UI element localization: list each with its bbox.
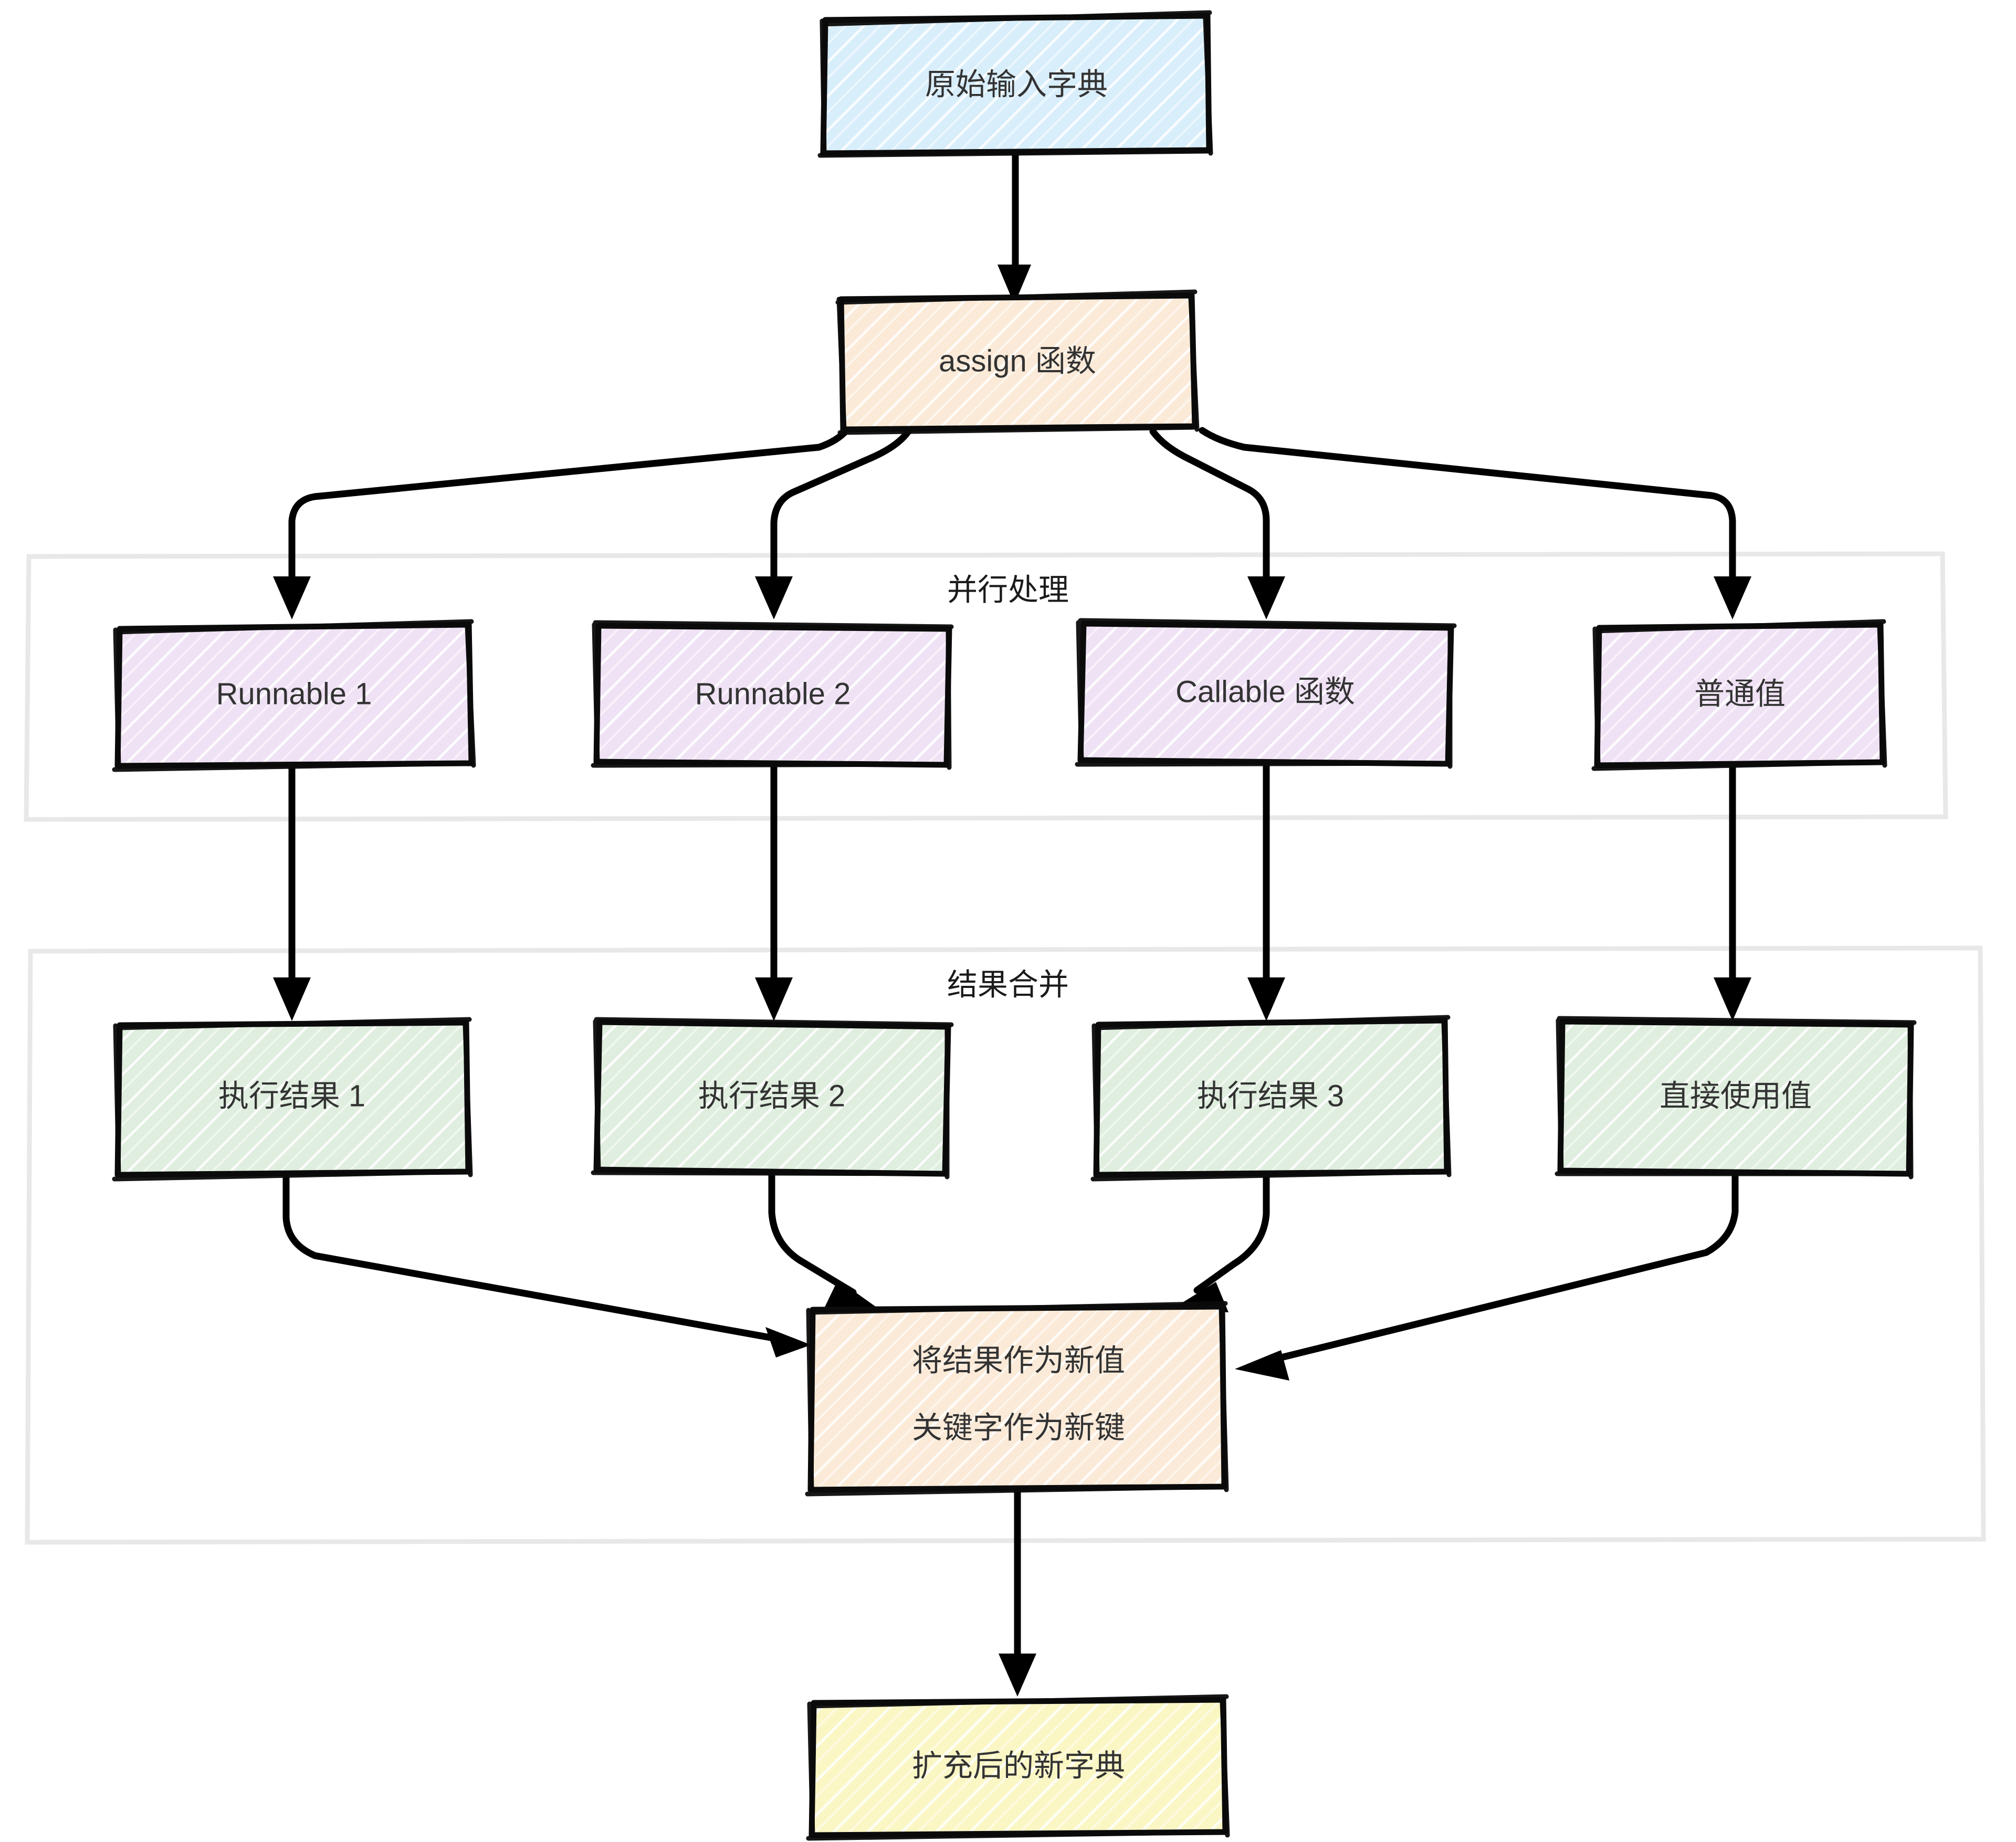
edge-callable-to-result3: [1247, 763, 1285, 1021]
node-result3[interactable]: 执行结果 3: [1090, 1015, 1452, 1182]
node-input[interactable]: 原始输入字典: [817, 10, 1213, 158]
edge-result1-to-combine: [282, 1172, 811, 1357]
edges-layer: [273, 151, 1751, 1697]
edge-combine-to-output: [999, 1486, 1036, 1697]
node-direct[interactable]: 直接使用值: [1555, 1016, 1917, 1180]
edge-runnable2-to-result2: [755, 763, 793, 1021]
edge-runnable1-to-result1: [273, 763, 311, 1021]
node-runnable1[interactable]: Runnable 1: [112, 619, 476, 772]
node-combine[interactable]: 将结果作为新值 关键字作为新键: [805, 1301, 1229, 1497]
node-output[interactable]: 扩充后的新字典: [806, 1694, 1230, 1841]
cluster-merge-label: 结果合并: [947, 967, 1069, 1002]
edge-assign-to-runnable1: [273, 427, 850, 619]
cluster-parallel: 并行处理: [24, 551, 1948, 822]
node-assign[interactable]: assign 函数: [835, 289, 1200, 435]
node-callable[interactable]: Callable 函数: [1075, 618, 1457, 769]
edge-assign-to-runnable2: [755, 428, 912, 619]
node-runnable2[interactable]: Runnable 2: [591, 620, 954, 770]
node-result1[interactable]: 执行结果 1: [112, 1017, 473, 1182]
edge-plain-to-direct: [1714, 763, 1751, 1021]
edge-assign-to-plain: [1199, 427, 1751, 619]
edge-assign-to-callable: [1149, 428, 1285, 619]
edge-direct-to-combine: [1235, 1172, 1739, 1381]
edge-result2-to-combine: [768, 1172, 878, 1310]
cluster-parallel-label: 并行处理: [947, 573, 1069, 607]
node-plain[interactable]: 普通值: [1591, 619, 1887, 771]
edge-input-to-assign: [998, 151, 1031, 304]
node-result2[interactable]: 执行结果 2: [591, 1017, 954, 1180]
cluster-merge: 结果合并: [25, 945, 1986, 1545]
